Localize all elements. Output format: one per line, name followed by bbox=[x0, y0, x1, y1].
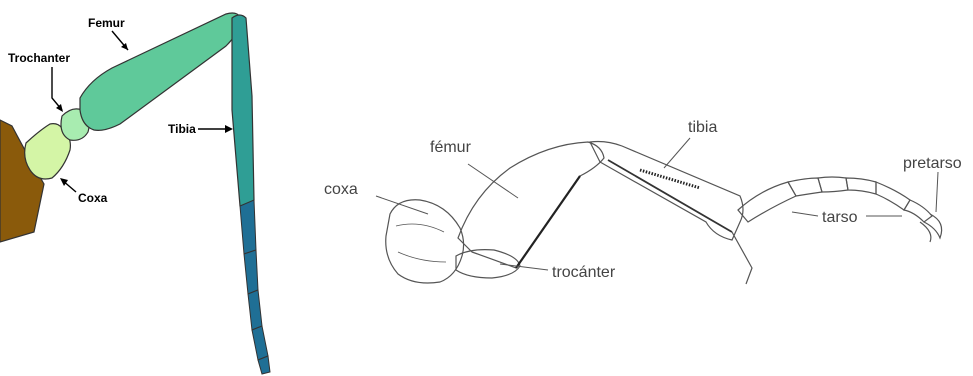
coxa-label-es: coxa bbox=[324, 181, 358, 198]
colored-leg-diagram: Femur Trochanter Tibia Coxa bbox=[0, 13, 270, 374]
femur-label: Femur bbox=[88, 16, 125, 30]
tarsus-label-es: tarso bbox=[822, 209, 858, 226]
pretarsus-label-es: pretarso bbox=[903, 155, 962, 172]
femur-label-es: fémur bbox=[430, 139, 472, 156]
line-drawing-leg-diagram bbox=[386, 142, 942, 285]
tibia-label: Tibia bbox=[168, 122, 196, 136]
femur-drawing bbox=[458, 142, 604, 268]
trochanter-drawing bbox=[456, 250, 520, 278]
tibia-label-es: tibia bbox=[688, 119, 717, 136]
trochanter-label-es: trocánter bbox=[552, 264, 616, 281]
coxa-label: Coxa bbox=[78, 191, 108, 205]
tibia-segment bbox=[232, 15, 254, 207]
trochanter-arrow bbox=[52, 67, 62, 110]
pretarsus-drawing bbox=[920, 214, 942, 242]
trochanter-label: Trochanter bbox=[8, 51, 70, 65]
femur-segment bbox=[80, 13, 242, 130]
coxa-drawing bbox=[386, 200, 464, 283]
tarsus-segments bbox=[240, 200, 270, 374]
